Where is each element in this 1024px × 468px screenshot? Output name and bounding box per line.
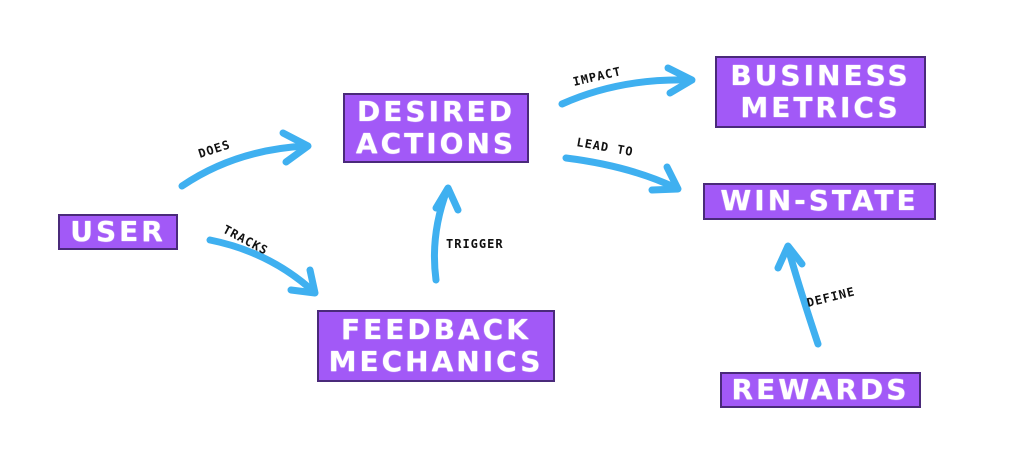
node-desired-actions-line1: DESIRED — [357, 94, 515, 128]
arrow-define — [784, 244, 822, 348]
edge-label-lead-to: LEAD TO — [575, 135, 634, 159]
arrowhead-trigger — [432, 184, 462, 214]
edge-label-define: DEFINE — [805, 284, 856, 310]
arrow-impact — [558, 76, 694, 108]
arrow-lead-to — [562, 154, 680, 192]
arrowhead-tracks — [287, 266, 319, 297]
node-feedback-mechanics-line1: FEEDBACK — [341, 312, 531, 346]
node-win-state-label: WIN-STATE — [720, 184, 919, 218]
node-business-metrics-line2: METRICS — [740, 91, 901, 124]
node-feedback-mechanics-line2: MECHANICS — [328, 345, 544, 378]
arrowhead-impact — [664, 64, 696, 97]
node-desired-actions-line2: ACTIONS — [355, 127, 517, 160]
arrow-tracks — [206, 236, 318, 296]
edge-label-trigger: TRIGGER — [446, 237, 504, 251]
node-win-state: WIN-STATE — [703, 183, 936, 220]
arrowhead-define — [774, 242, 806, 272]
edge-label-does: DOES — [197, 137, 233, 160]
node-user: USER — [58, 214, 178, 250]
node-business-metrics: BUSINESS METRICS — [715, 56, 926, 128]
arrowhead-does — [279, 129, 312, 166]
arrowhead-lead-to — [648, 163, 682, 194]
node-business-metrics-line1: BUSINESS — [730, 58, 911, 92]
node-feedback-mechanics: FEEDBACK MECHANICS — [317, 310, 555, 382]
node-user-label: USER — [70, 214, 166, 248]
node-rewards-label: REWARDS — [731, 372, 910, 406]
arrow-does — [178, 142, 309, 190]
node-rewards: REWARDS — [720, 372, 921, 408]
node-desired-actions: DESIRED ACTIONS — [343, 93, 529, 163]
